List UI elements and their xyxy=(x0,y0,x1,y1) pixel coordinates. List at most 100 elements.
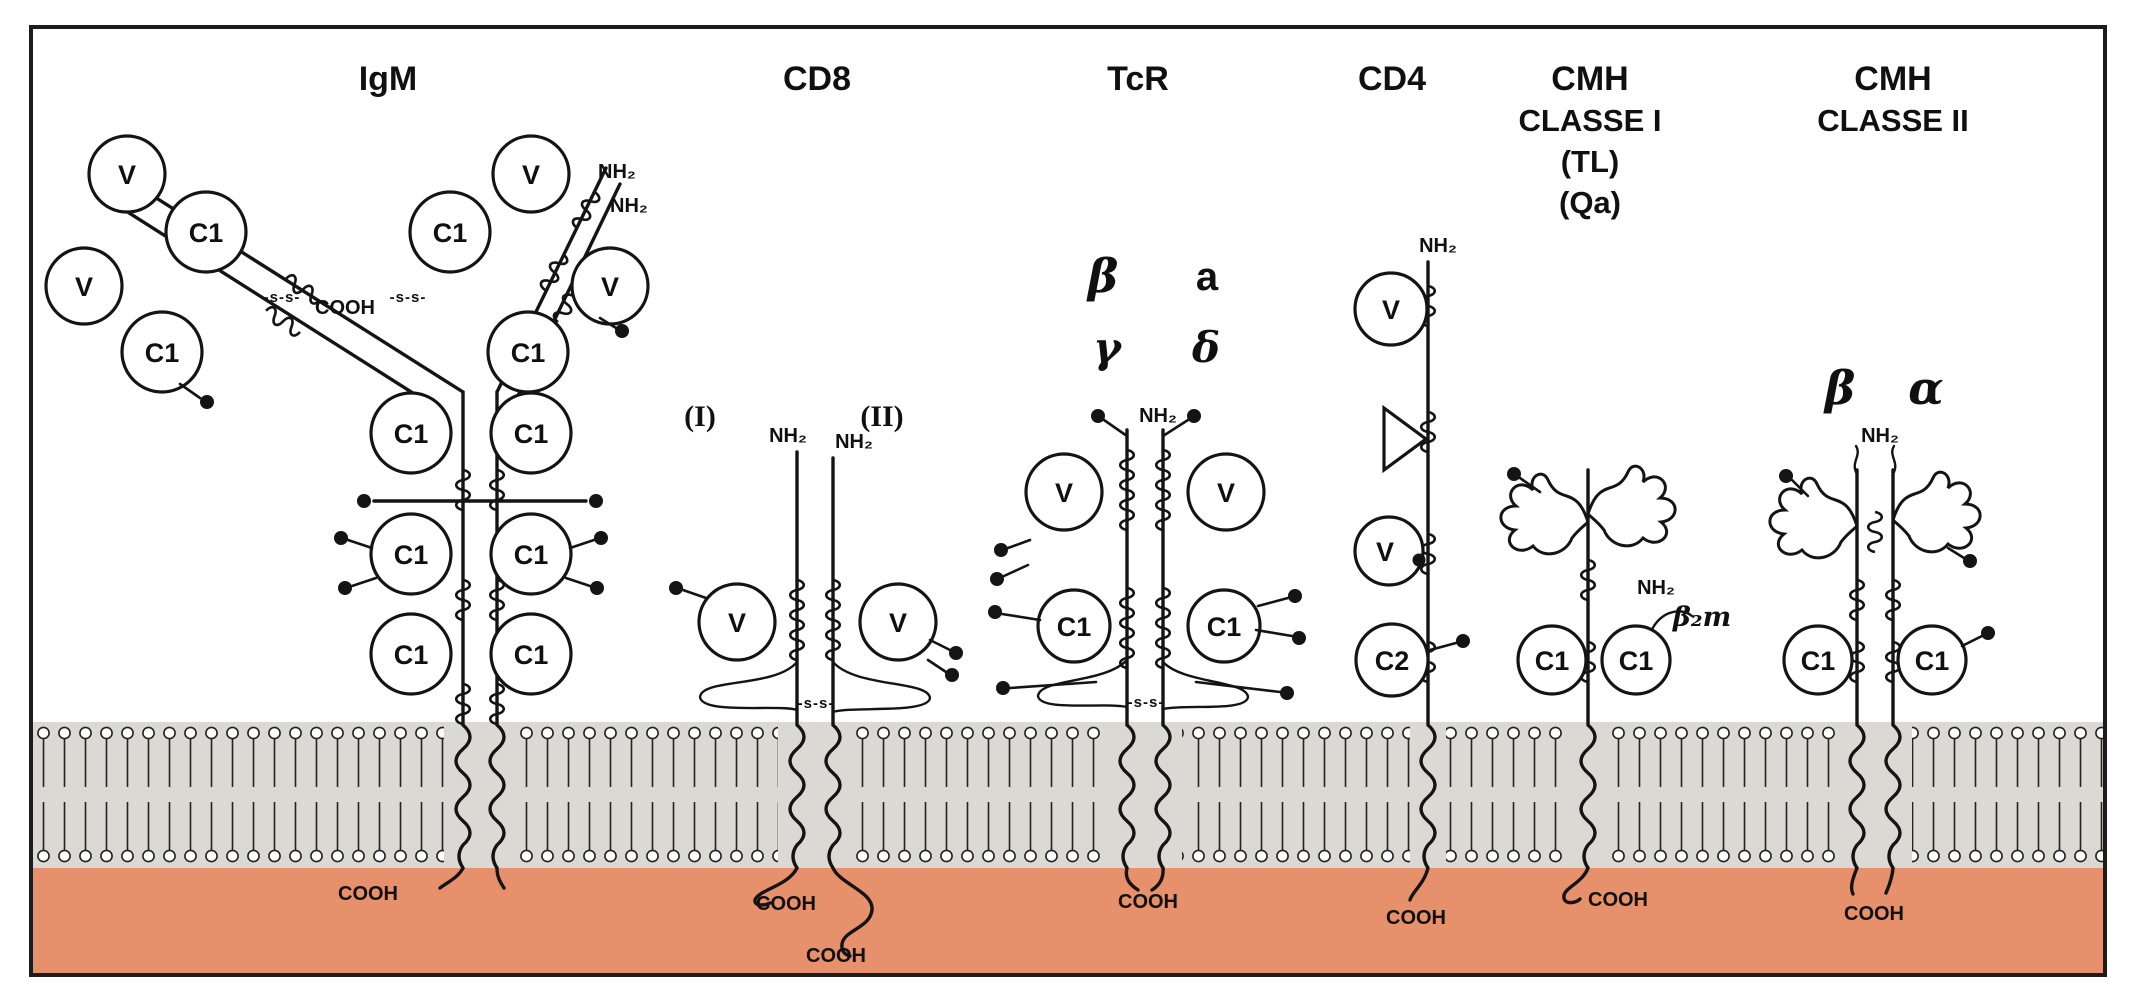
v-domain-label: V xyxy=(889,608,907,638)
mhc1-alpha1-domain-loop xyxy=(1499,472,1590,556)
tcr-domains xyxy=(1024,452,1266,664)
nh2-label: NH₂ xyxy=(769,425,807,447)
mhc-class-ii-molecule: β α NH₂ C1 C1 COOH xyxy=(1768,361,1995,925)
c1-domain-label: C1 xyxy=(433,218,468,248)
c1-domain-label: C1 xyxy=(1057,612,1092,642)
nh2-label: NH₂ xyxy=(1637,577,1675,599)
mhc1-title-line3: (TL) xyxy=(1561,144,1620,179)
mhc1-text-labels: NH₂ β₂m C1 C1 COOH xyxy=(1535,577,1731,911)
c1-domain-label: C1 xyxy=(514,540,549,570)
tcr-hinge-loop xyxy=(1036,658,1129,709)
c1-domain-label: C1 xyxy=(1535,646,1570,676)
mhc2-text-labels: β α NH₂ C1 C1 COOH xyxy=(1801,361,1950,925)
molecule-titles: IgM CD8 TcR CD4 CMH CLASSE I (TL) (Qa) C… xyxy=(359,60,1969,220)
mhc2-chains xyxy=(1768,444,1982,896)
mhc2-title-line2: CLASSE II xyxy=(1817,103,1969,138)
cd4-glycan-dots xyxy=(1412,553,1470,652)
c1-domain-label: C1 xyxy=(1801,646,1836,676)
cooh-label: COOH xyxy=(315,297,375,319)
alpha-chain-label: a xyxy=(1196,255,1219,299)
tcr-molecule: β a γ δ NH₂ V V C1 C1 -s-s- COOH xyxy=(988,249,1306,913)
v-domain-label: V xyxy=(522,160,540,190)
cytoplasm-region xyxy=(33,868,2103,975)
disulfide-label: -s-s- xyxy=(390,289,427,306)
chain-numeral-1: (I) xyxy=(684,400,716,433)
c2-domain-label: C2 xyxy=(1375,646,1410,676)
c1-domain-label: C1 xyxy=(394,640,429,670)
nh2-label: NH₂ xyxy=(1139,405,1177,427)
beta-chain-label: β xyxy=(1823,361,1856,415)
cd8-hinge-loop xyxy=(831,660,932,714)
cd4-text-labels: NH₂ V V C2 COOH xyxy=(1375,235,1457,929)
v-domain-label: V xyxy=(601,272,619,302)
c1-domain-label: C1 xyxy=(511,338,546,368)
tcr-hinge-loop xyxy=(1161,660,1250,711)
beta-chain-label: β xyxy=(1086,249,1119,303)
c1-domain-label: C1 xyxy=(1915,646,1950,676)
nh2-label: NH₂ xyxy=(598,161,636,183)
c1-domain-label: C1 xyxy=(189,218,224,248)
cd8-molecule: (I) (II) NH₂ NH₂ V V -s-s- COOH COOH xyxy=(669,400,963,967)
tcr-chains xyxy=(1036,428,1250,892)
mhc2-beta2-c1-domain xyxy=(1782,624,1854,696)
c1-domain-label: C1 xyxy=(514,419,549,449)
cooh-label: COOH xyxy=(1588,889,1648,911)
cd4-v-like-triangle-domain xyxy=(1382,404,1429,474)
alpha-chain-label: α xyxy=(1908,361,1943,415)
igm-chains xyxy=(94,166,622,890)
nh2-label: NH₂ xyxy=(610,195,648,217)
mhc-class-i-molecule: NH₂ β₂m C1 C1 COOH xyxy=(1499,464,1731,911)
igm-text-labels: NH₂ NH₂ COOH -s-s- -s-s- COOH xyxy=(264,161,648,905)
mhc1-title-line4: (Qa) xyxy=(1559,185,1621,220)
igm-domain-labels: V C1 V C1 V C1 V C1 C1 C1 C1 C1 C1 C1 xyxy=(75,160,619,670)
cd4-title: CD4 xyxy=(1358,60,1426,98)
v-domain-label: V xyxy=(1376,537,1394,567)
igm-title: IgM xyxy=(359,60,418,98)
cd4-chain xyxy=(1408,260,1437,902)
c1-domain-label: C1 xyxy=(145,338,180,368)
disulfide-label: -s-s- xyxy=(798,695,835,712)
v-domain-label: V xyxy=(1217,478,1235,508)
igm-domains xyxy=(44,134,650,696)
c1-domain-label: C1 xyxy=(394,419,429,449)
cd4-molecule: NH₂ V V C2 COOH xyxy=(1353,235,1470,929)
lipid-bilayer xyxy=(33,722,2103,868)
cd4-c2-domain xyxy=(1354,622,1430,698)
chain-numeral-2: (II) xyxy=(860,400,903,433)
cd8-hinge-loop xyxy=(698,660,799,712)
v-domain-label: V xyxy=(118,160,136,190)
mhc2-alpha1-domain-loop xyxy=(1891,470,1982,554)
disulfide-label: -s-s- xyxy=(264,289,301,306)
cooh-label: COOH xyxy=(806,945,866,967)
cd4-v-domain-2 xyxy=(1353,515,1425,587)
mhc2-title-line1: CMH xyxy=(1854,60,1931,98)
v-domain-label: V xyxy=(75,272,93,302)
cd8-title: CD8 xyxy=(783,60,851,98)
mhc2-glycan-dots xyxy=(1779,469,1995,648)
cd8-glycan-dots xyxy=(669,581,963,682)
c1-domain-label: C1 xyxy=(394,540,429,570)
beta2-microglobulin-label: β₂m xyxy=(1672,602,1731,633)
v-domain-label: V xyxy=(1055,478,1073,508)
tcr-text-labels: β a γ δ NH₂ V V C1 C1 -s-s- COOH xyxy=(1055,249,1241,913)
c1-domain-label: C1 xyxy=(1619,646,1654,676)
mhc1-title-line1: CMH xyxy=(1551,60,1628,98)
c1-domain-label: C1 xyxy=(514,640,549,670)
mhc2-alpha2-c1-domain xyxy=(1896,624,1968,696)
cd8-text-labels: (I) (II) NH₂ NH₂ V V -s-s- COOH COOH xyxy=(684,400,907,967)
v-domain-label: V xyxy=(1382,295,1400,325)
nh2-label: NH₂ xyxy=(1419,235,1457,257)
gamma-chain-label: γ xyxy=(1093,323,1123,372)
cd8-v-domain xyxy=(858,582,938,662)
cd8-chains xyxy=(698,450,932,958)
cooh-label: COOH xyxy=(1844,903,1904,925)
cooh-label: COOH xyxy=(1386,907,1446,929)
igm-molecule: V C1 V C1 V C1 V C1 C1 C1 C1 C1 C1 C1 NH… xyxy=(44,134,650,905)
mhc1-b2m-c1-domain xyxy=(1600,624,1672,696)
mhc2-beta1-domain-loop xyxy=(1768,476,1859,560)
mhc1-glycan-dots xyxy=(1507,467,1542,494)
disulfide-label: -s-s- xyxy=(1128,694,1165,711)
mhc1-alpha3-c1-domain xyxy=(1516,624,1588,696)
